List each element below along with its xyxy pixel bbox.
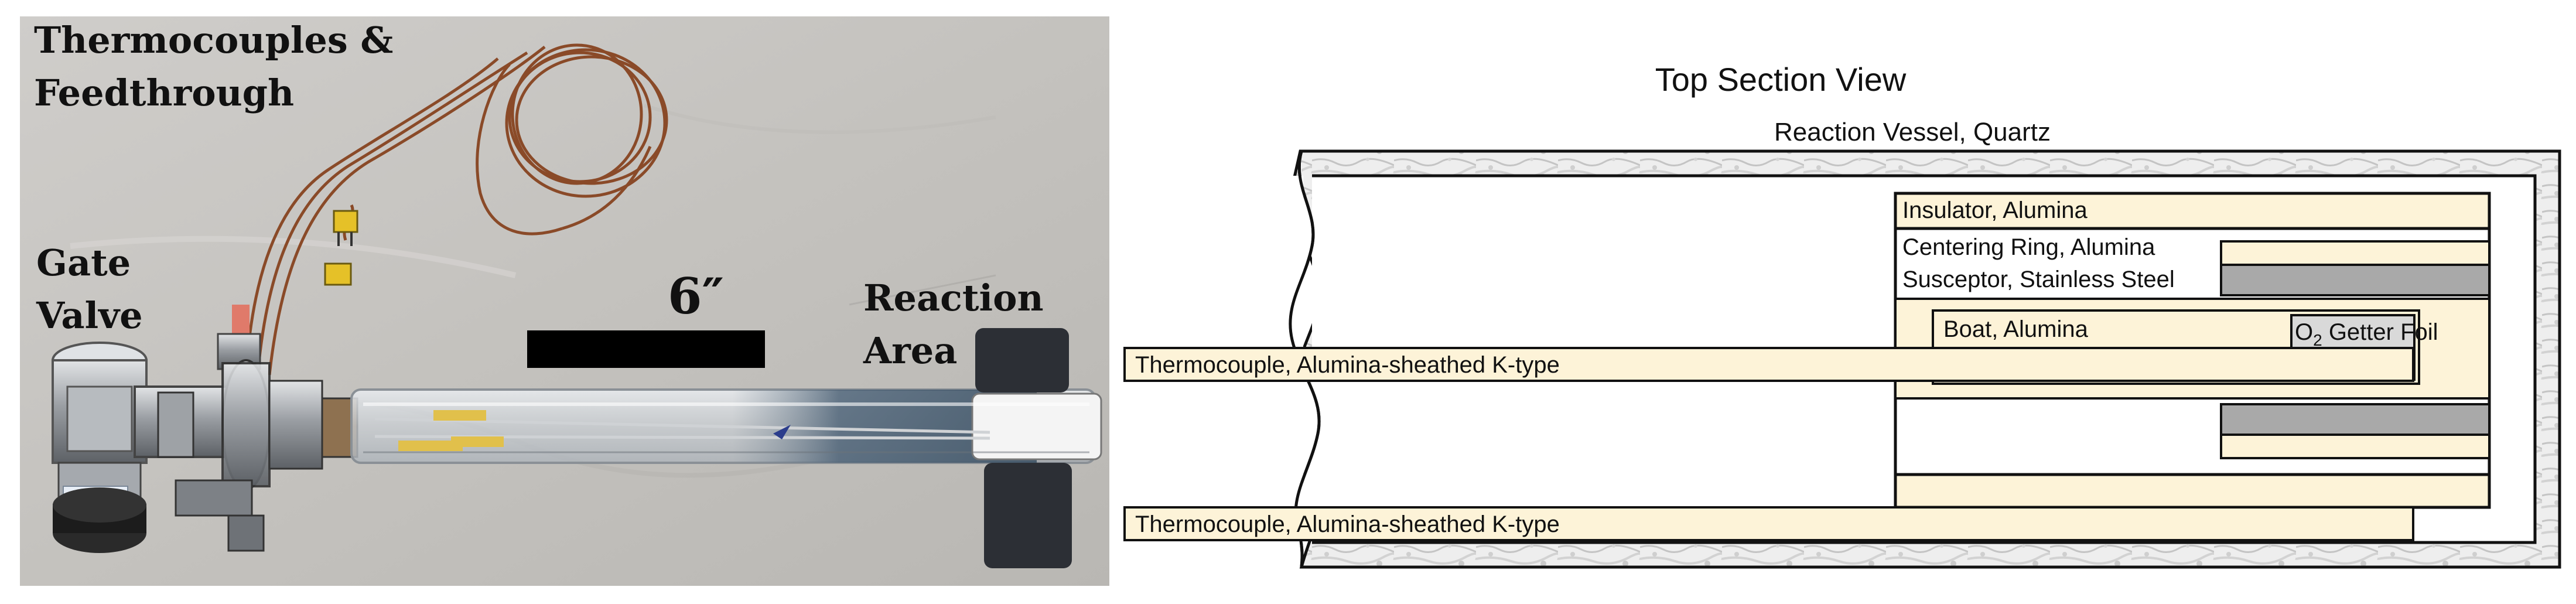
centering-ring-label: Centering Ring, Alumina [1902,234,2155,260]
insulator-label: Insulator, Alumina [1902,197,2088,223]
tube-clamps [975,328,1072,568]
susceptor-bottom [2220,403,2490,436]
thermocouple-top [1123,347,2414,382]
section-diagram: Top Section View Reaction Vessel, Quartz… [1123,61,2561,569]
scale-bar [527,330,765,368]
label-scale: 6″ [668,267,724,325]
connector-plugs [324,210,358,286]
thermocouple-bottom [1123,506,2414,541]
quartz-tube [350,388,1102,464]
label-reaction-line1: Reaction [863,277,1044,319]
getter-label-prefix: O [2295,319,2313,345]
vessel-label: Reaction Vessel, Quartz [1774,118,2051,146]
thermocouple-top-label: Thermocouple, Alumina-sheathed K-type [1135,352,1560,378]
getter-label-sub: 2 [2313,331,2322,349]
susceptor-label: Susceptor, Stainless Steel [1902,267,2175,292]
label-gate-line2: Valve [36,294,143,337]
photo-panel: Thermocouples & Feedthrough Gate Valve 6… [20,16,1109,586]
susceptor-top [2220,264,2490,296]
thermocouple-bottom-label: Thermocouple, Alumina-sheathed K-type [1135,511,1560,537]
label-reaction-line2: Area [863,329,957,372]
label-thermocouples-line2: Feedthrough [34,71,294,114]
diagram-title: Top Section View [1655,61,1907,98]
getter-label: O2 Getter Foil [2295,319,2438,349]
label-gate-line1: Gate [36,241,131,284]
getter-label-suffix: Getter Foil [2322,319,2438,345]
centering-ring-top [2220,240,2490,266]
centering-ring-bottom [2220,434,2490,459]
label-thermocouples-line1: Thermocouples & [34,19,393,62]
boat-label: Boat, Alumina [1943,316,2089,342]
